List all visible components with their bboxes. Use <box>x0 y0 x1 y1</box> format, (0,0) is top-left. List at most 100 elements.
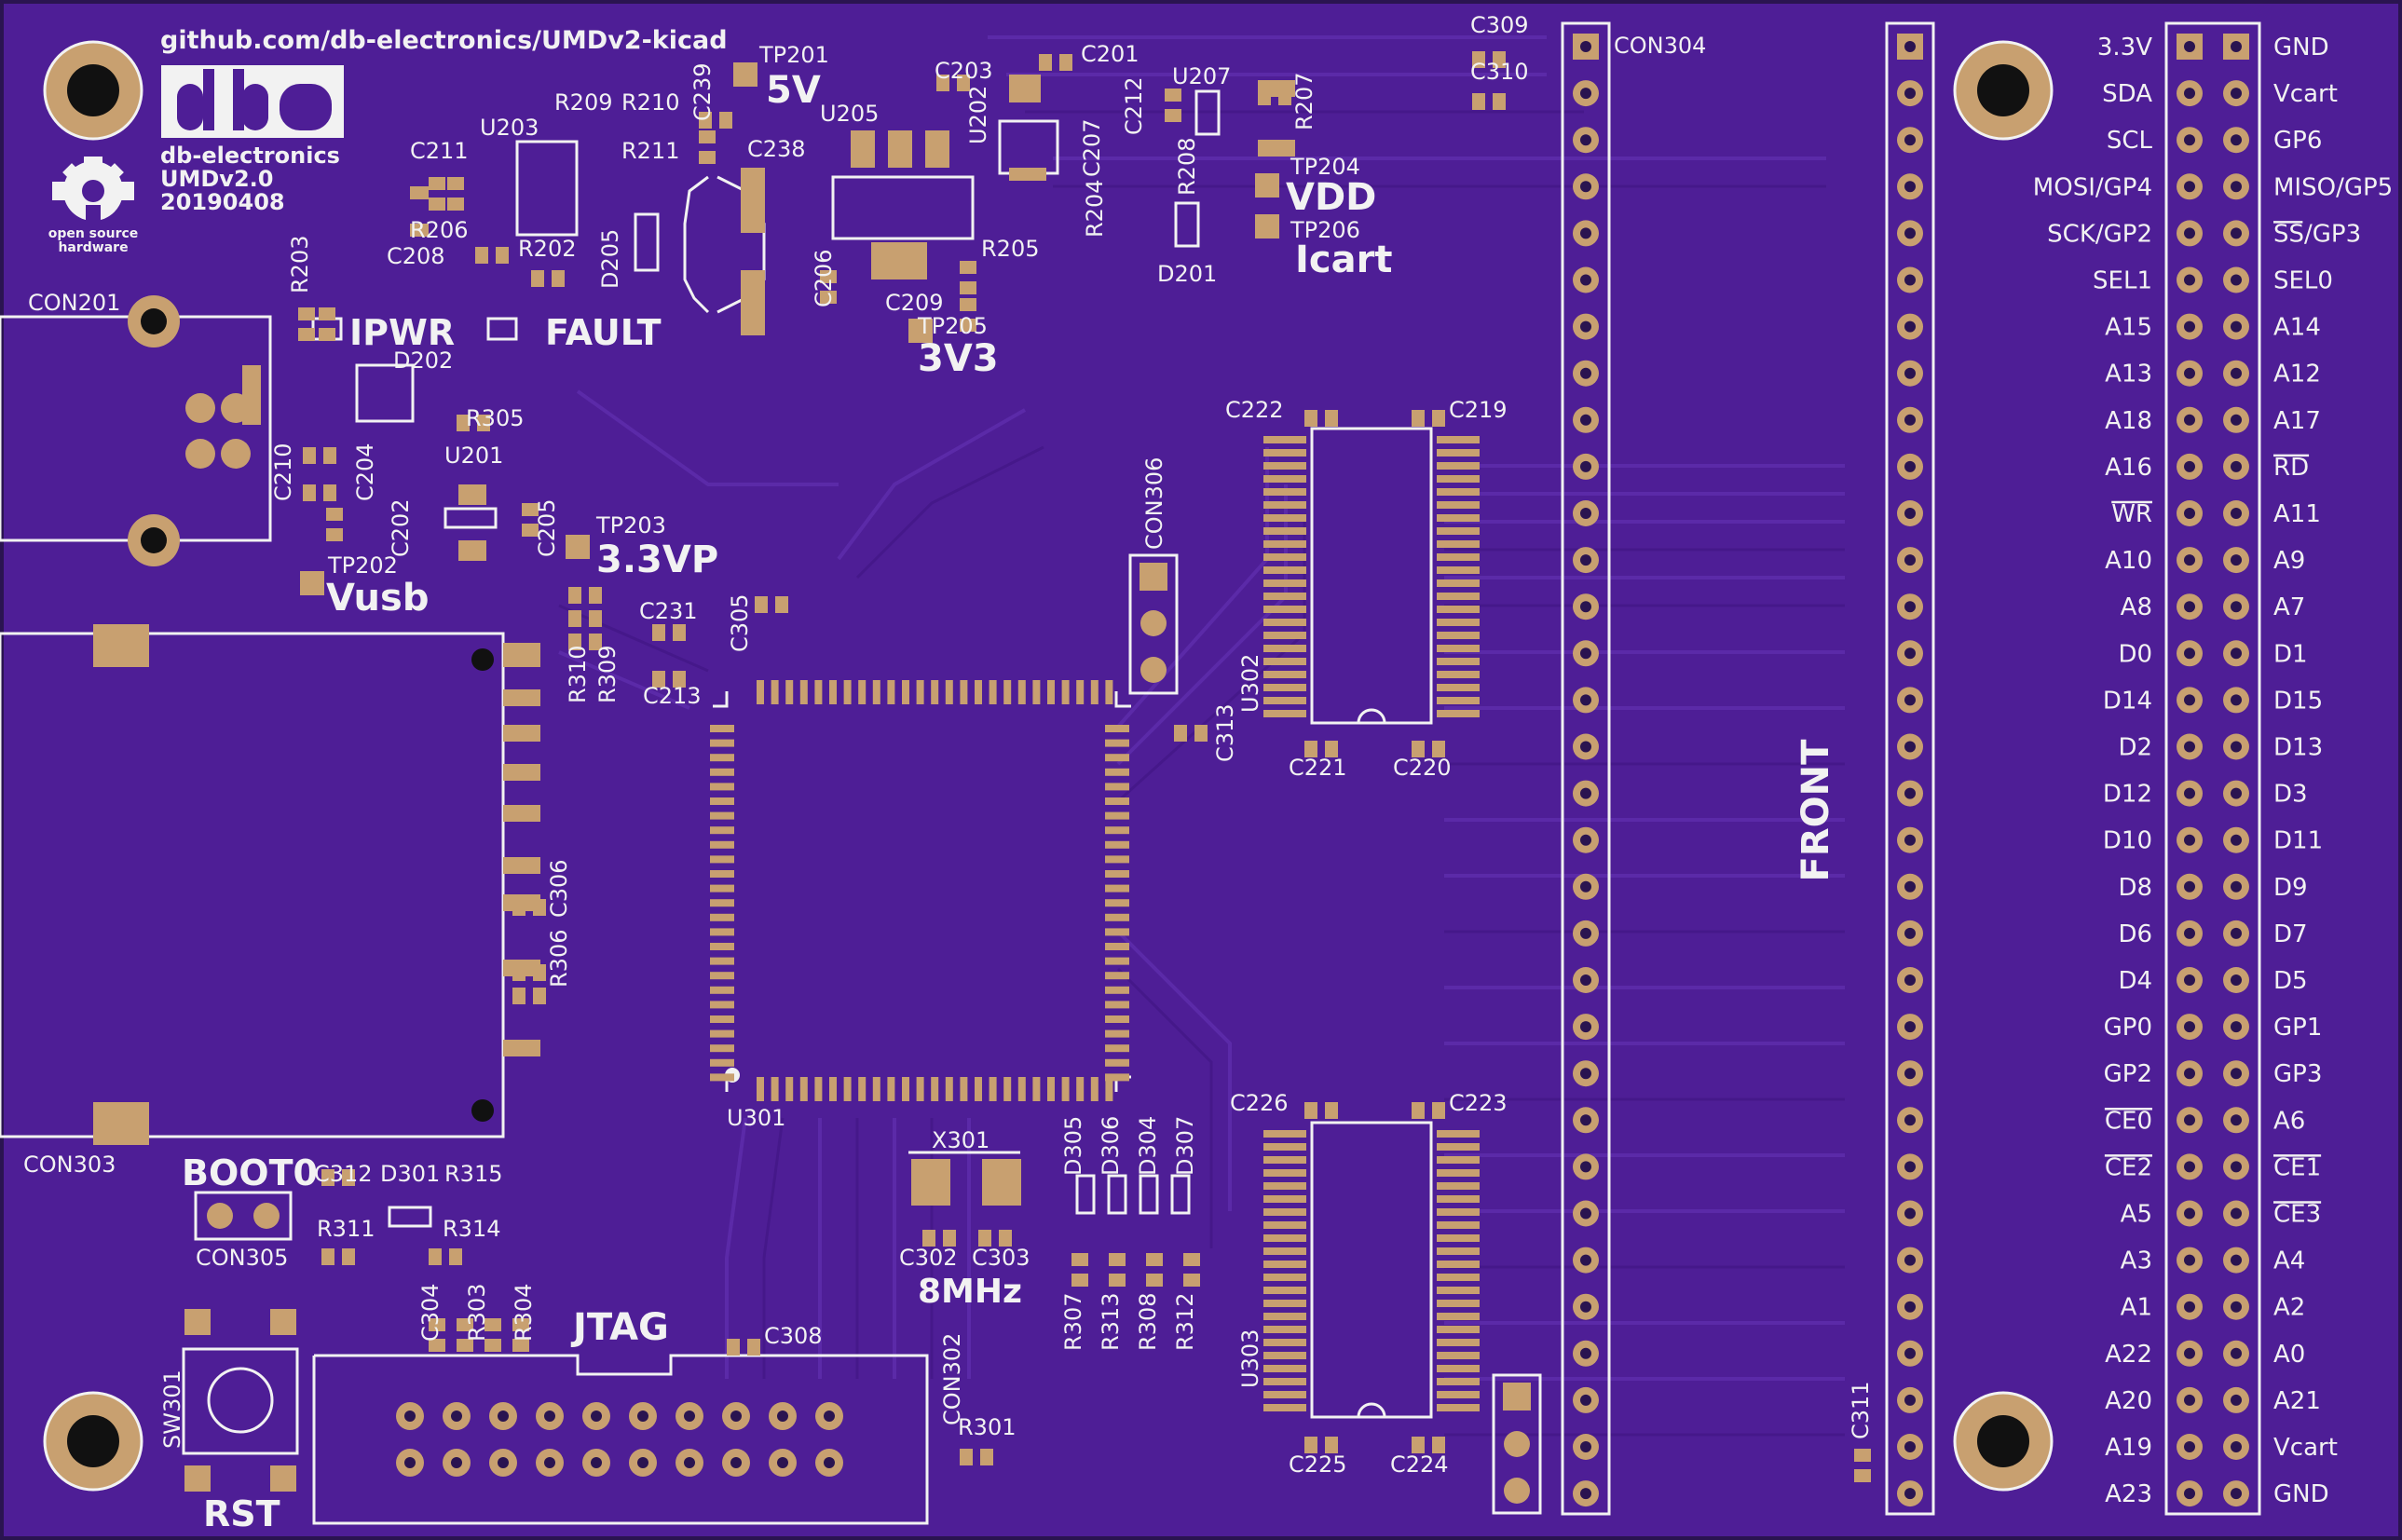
refdes-c209: C209 <box>885 290 944 316</box>
header-pin-hole <box>2231 1488 2242 1500</box>
header-pin-hole <box>1904 974 1916 986</box>
refdes-c226: C226 <box>1230 1090 1289 1116</box>
smd-pad <box>960 298 976 311</box>
header-pin-hole <box>2184 134 2195 146</box>
mcu-pin <box>829 1077 837 1101</box>
header-pin-hole <box>1904 1254 1916 1266</box>
header-pin-hole <box>1580 1114 1591 1126</box>
memory-pin <box>1437 658 1480 665</box>
smd-pad <box>533 964 546 981</box>
refdes-d305: D305 <box>1060 1116 1086 1176</box>
smd-pad <box>673 671 686 688</box>
pinout-label: A6 <box>2273 1107 2305 1135</box>
header-pin-hole <box>1904 1207 1916 1220</box>
header-pin-hole <box>2231 508 2242 519</box>
jtag-pin-hole <box>777 1411 788 1422</box>
smd-pad <box>1412 741 1425 757</box>
header-pin-hole <box>2231 181 2242 193</box>
led-ipwr-label: IPWR <box>349 312 455 353</box>
smd-pad <box>980 1449 993 1465</box>
refdes-r202: R202 <box>518 236 576 262</box>
header-pin-hole <box>1904 460 1916 472</box>
smd-pad <box>699 112 712 129</box>
header-pin-hole <box>2231 927 2242 939</box>
memory-pin <box>1437 710 1480 717</box>
header-pin-hole <box>1580 88 1591 100</box>
smd-pad <box>1472 51 1485 68</box>
pinout-label: A13 <box>2105 361 2152 388</box>
memory-pin <box>1437 1234 1480 1242</box>
smd-pad <box>820 270 837 283</box>
refdes-c219: C219 <box>1449 397 1508 423</box>
pinout-label: GP2 <box>2104 1060 2152 1088</box>
smd-pad <box>512 1339 529 1352</box>
mcu-pin <box>1105 913 1129 921</box>
pinout-label: 3.3V <box>2097 34 2152 61</box>
header-pin-hole <box>2184 1207 2195 1220</box>
memory-pin <box>1437 579 1480 587</box>
mcu-pin <box>710 754 734 762</box>
refdes-u301: U301 <box>727 1105 785 1131</box>
refdes-c212: C212 <box>1121 76 1147 135</box>
refdes-d205: D205 <box>597 229 623 289</box>
header-pin-hole <box>1904 1394 1916 1406</box>
header-pin-hole <box>2184 41 2195 52</box>
memory-pin <box>1437 1404 1480 1411</box>
mcu-pin <box>710 768 734 776</box>
revision: UMDv2.0 <box>160 166 273 192</box>
header-pin-hole <box>1904 134 1916 146</box>
smd-pad <box>303 447 316 464</box>
smd-pad <box>447 177 464 190</box>
refdes-c208: C208 <box>387 243 445 269</box>
smd-pad <box>719 112 732 129</box>
jtag-pin-hole <box>404 1457 416 1468</box>
memory-pin <box>1437 1156 1480 1164</box>
header-pin-hole <box>1904 1114 1916 1126</box>
pinout-label: D7 <box>2273 920 2308 948</box>
mcu-pin <box>710 797 734 805</box>
pinout-label: GND <box>2273 1480 2329 1508</box>
refdes-c311: C311 <box>1848 1381 1874 1439</box>
memory-pin <box>1263 540 1306 548</box>
header-pin-hole <box>2184 1114 2195 1126</box>
refdes-c206: C206 <box>811 249 837 307</box>
smd-pad <box>1258 80 1295 97</box>
mcu-pin <box>1105 783 1129 791</box>
pinout-label: A20 <box>2105 1387 2152 1415</box>
header-center <box>1885 21 1935 1516</box>
refdes-r208: R208 <box>1174 138 1200 196</box>
smd-pad <box>1009 168 1046 181</box>
header-pin-hole <box>1904 647 1916 660</box>
smd-pad <box>303 484 316 501</box>
smd-pad <box>922 1230 935 1247</box>
header-pin-hole <box>1904 1161 1916 1173</box>
header-pin-hole <box>2184 1488 2195 1500</box>
refdes-r301: R301 <box>958 1414 1016 1440</box>
mcu-pin <box>710 1001 734 1009</box>
smd-pad <box>960 281 976 294</box>
refdes-r304: R304 <box>511 1284 537 1342</box>
refdes-c306: C306 <box>546 859 572 918</box>
refdes-c304: C304 <box>417 1283 444 1342</box>
mcu-pin <box>945 1077 953 1101</box>
refdes-r309: R309 <box>594 646 621 703</box>
power-section <box>311 89 1221 1228</box>
refdes-r306: R306 <box>546 930 572 988</box>
pinout-label: D9 <box>2273 874 2308 902</box>
memory-pin <box>1437 1391 1480 1398</box>
memory-pin <box>1437 1339 1480 1346</box>
mcu-pin <box>710 972 734 980</box>
smd-pad <box>1071 1253 1088 1266</box>
header-pin-hole <box>1580 880 1591 893</box>
memory-pin <box>1263 1247 1306 1255</box>
memory-pin <box>1437 436 1480 443</box>
mcu-pin <box>1105 1073 1129 1082</box>
reference-designators: CON201CON303CON304CON305CON306CON302U203… <box>23 12 1874 1478</box>
mcu-pin <box>1076 1077 1085 1101</box>
jtag-pin-hole <box>544 1411 555 1422</box>
memory-pin <box>1437 645 1480 652</box>
header-pin-hole <box>1580 1161 1591 1173</box>
mcu-pin <box>710 1044 734 1053</box>
header-pin-hole <box>2184 1441 2195 1452</box>
smd-pad <box>496 247 509 264</box>
